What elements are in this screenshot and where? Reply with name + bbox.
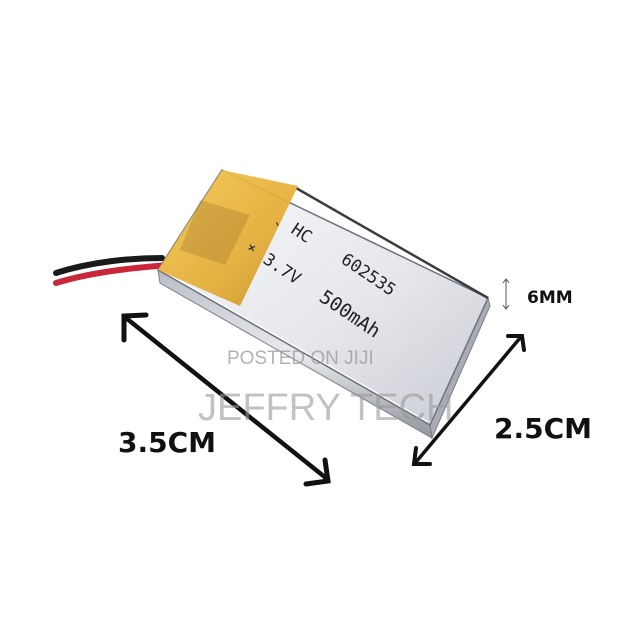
lead-wires bbox=[53, 255, 171, 286]
width-dimension-arrow bbox=[411, 334, 526, 466]
kapton-tape-shadow bbox=[180, 200, 250, 265]
width-label: 2.5CM bbox=[494, 412, 592, 445]
black-wire bbox=[53, 255, 165, 276]
thickness-label: 6MM bbox=[527, 288, 573, 308]
watermark-posted-on: POSTED ON JIJI bbox=[227, 348, 374, 369]
watermark-shop-name: JEFFRY TECH bbox=[198, 387, 454, 429]
thickness-dimension-arrow bbox=[502, 278, 510, 310]
length-dimension-arrow bbox=[121, 312, 331, 487]
battery-lower-edge-highlight bbox=[169, 274, 429, 423]
kapton-tape bbox=[158, 170, 298, 306]
battery-top-edge-highlight bbox=[295, 186, 489, 300]
length-label: 3.5CM bbox=[118, 426, 216, 459]
red-wire bbox=[53, 262, 171, 286]
